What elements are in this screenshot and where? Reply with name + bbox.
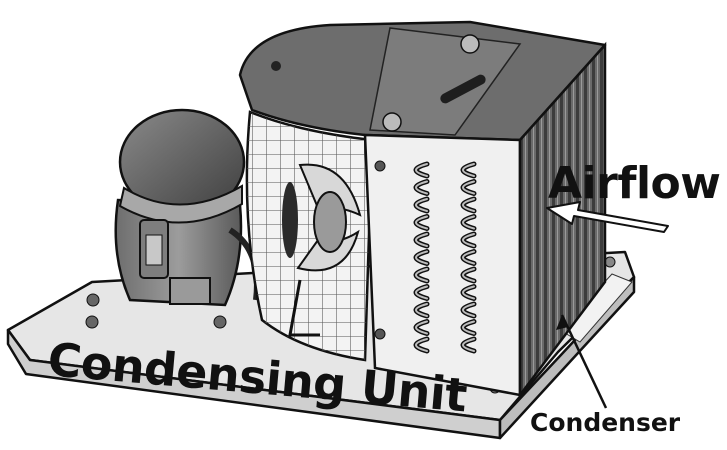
coil-bend — [415, 215, 428, 230]
condenser-leader-arrowhead — [556, 315, 568, 330]
condenser-label: Condenser — [530, 408, 681, 437]
airflow-label: Airflow — [548, 158, 721, 209]
coil-bend — [462, 285, 475, 300]
coil-bend — [462, 338, 475, 352]
coil-bend — [415, 268, 428, 282]
coil-bend — [462, 198, 475, 212]
coil-bend — [462, 303, 475, 317]
coil-bend — [462, 180, 475, 195]
coil-bend — [415, 250, 428, 265]
condenser-leader-line — [560, 314, 608, 409]
compressor — [114, 108, 260, 307]
fan-guard — [245, 110, 374, 362]
coil-bend — [462, 215, 475, 230]
coil-bend — [462, 320, 475, 335]
coil-bend — [462, 250, 475, 265]
coil-bend — [462, 163, 475, 177]
fan-blade — [282, 163, 362, 337]
coil-bend — [415, 303, 428, 317]
coil-bend — [415, 180, 428, 195]
coil-bend — [462, 268, 475, 282]
condenser-coil — [363, 41, 607, 399]
coil-bend — [415, 338, 428, 352]
coil-bend — [462, 233, 475, 247]
coil-bend — [415, 233, 428, 247]
airflow-arrow — [546, 201, 669, 233]
coil-bend — [415, 163, 428, 177]
coil-bend — [415, 198, 428, 212]
coil-bend — [415, 320, 428, 335]
coil-bend — [415, 285, 428, 300]
shroud — [238, 20, 607, 142]
